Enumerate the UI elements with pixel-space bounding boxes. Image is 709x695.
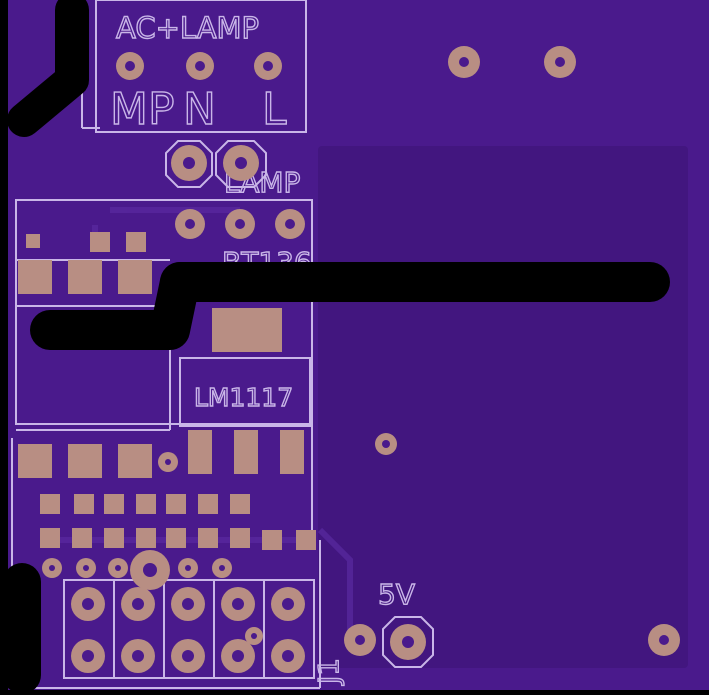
connector-title-label: AC+LAMP [116, 11, 259, 45]
j1-label: J1 [312, 658, 345, 686]
through-hole-pads [42, 46, 680, 673]
regulator-outline [179, 357, 311, 427]
connector-outline [95, 0, 307, 133]
copper-pour-edge [318, 430, 345, 668]
pin-n-label: N [183, 84, 216, 135]
regulator-label: LM1117 [194, 383, 293, 412]
pin-lamp-label: MP [110, 84, 175, 135]
copper-pour [318, 146, 688, 668]
pin-l-label: L [262, 84, 287, 135]
five-v-label: 5V [378, 578, 415, 611]
power-traces [3, 0, 670, 694]
smd-pads [18, 232, 316, 550]
